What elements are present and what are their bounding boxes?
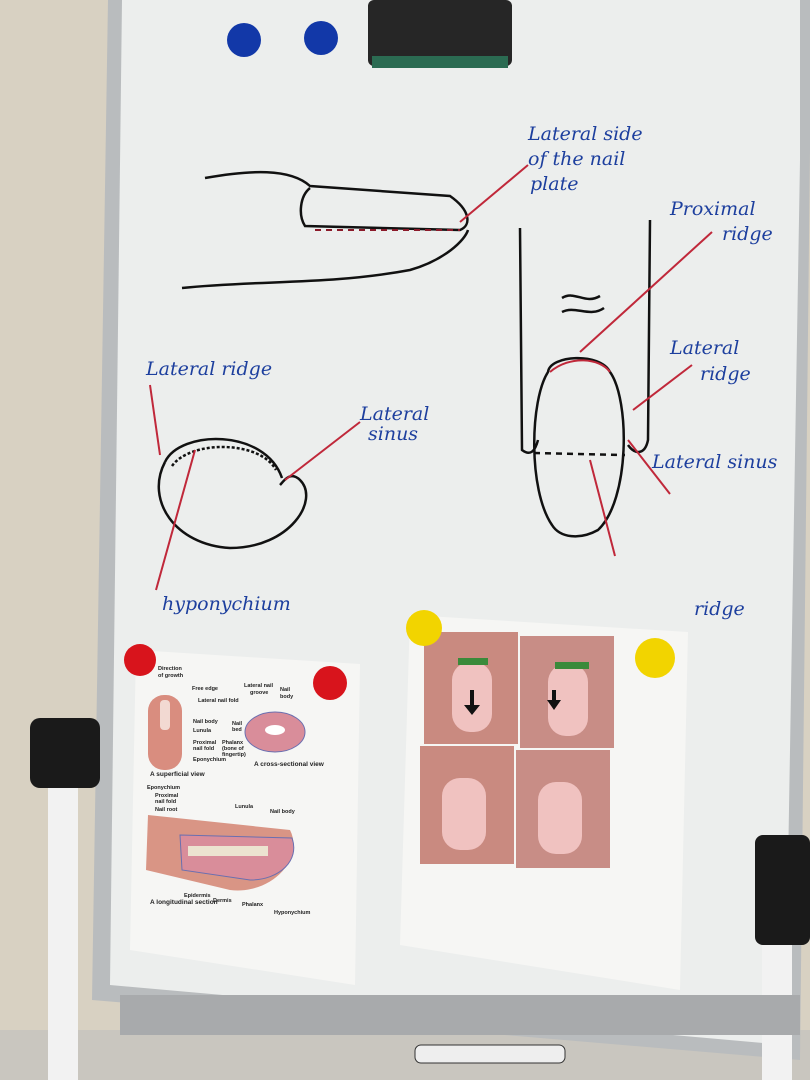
caption-b: A cross-sectional view [254,761,325,768]
board-labels: Lateral side of the nail plate Proximal … [145,123,778,620]
pointer-lines-right [549,231,713,557]
dl3: Free edge [192,686,218,692]
stand-clamp-right [755,835,810,945]
dl19: Eponychium [147,785,180,791]
nail-filing-sheet [400,615,688,990]
caption-c: A longitudinal section [150,899,218,906]
dl12: Nail [280,687,291,693]
dl8: nail fold [193,746,214,752]
label-lateral-side-2: of the nail [528,148,625,170]
label-lateral-sinus-right: Lateral sinus [651,451,778,473]
label-lateral-sinus-left-2: sinus [368,423,418,445]
label-ridge: ridge [694,598,745,620]
dl9: Eponychium [193,757,226,763]
marker [414,1044,566,1064]
dl24: Nail body [270,809,296,815]
dl21: nail fold [155,799,176,805]
cross-section-drawing [157,437,308,550]
dl4: Lateral nail fold [198,698,239,704]
dl16: Phalanx [222,740,244,746]
stand-leg-left [48,760,78,1080]
eraser-base [372,56,508,68]
label-lateral-ridge-right: Lateral [669,337,739,359]
label-lateral-side-3: plate [530,173,578,195]
stand-clamp-left [30,718,100,788]
dl15: bed [232,727,242,733]
blue-magnet [304,21,338,55]
yellow-magnet [406,610,442,646]
yellow-magnet [635,638,675,678]
dl17: (bone of [222,746,244,752]
dl25: Epidermis [184,893,211,899]
eraser [368,0,512,66]
label-lateral-ridge-right-2: ridge [700,363,751,385]
dl26: Dermis [213,898,232,904]
dl10: Lateral nail [244,683,274,689]
dl2: of growth [158,673,184,679]
dl5: Nail body [193,719,219,725]
dl1: Direction [158,666,182,672]
dl6: Lunula [193,728,212,734]
label-lateral-sinus-left: Lateral [359,403,429,425]
dl22: Nail root [155,807,177,813]
red-magnet [124,644,156,676]
red-magnet [313,666,347,700]
nail-anatomy-sheet: Direction of growth Free edge Lateral na… [130,650,360,985]
dl18: fingertip) [222,752,246,758]
caption-a: A superficial view [150,771,206,778]
pointer-lines-left [149,384,361,591]
dl28: Hyponychium [274,910,310,916]
finger-side-drawing [181,170,470,290]
blue-magnet [227,23,261,57]
dl27: Phalanx [242,902,264,908]
marker-tray [120,995,800,1035]
dl20: Proximal [155,793,179,799]
label-proximal: Proximal [669,198,756,220]
dl23: Lunula [235,804,254,810]
label-lateral-side: Lateral side [527,123,643,145]
label-hyponychium: hyponychium [162,593,291,615]
dl11: groove [250,690,268,696]
label-lateral-ridge-left: Lateral ridge [145,358,272,380]
dl14: Nail [232,721,243,727]
dl13: body [280,694,294,700]
label-proximal-ridge: ridge [722,223,773,245]
dl7: Proximal [193,740,217,746]
pointer-line [459,164,529,223]
